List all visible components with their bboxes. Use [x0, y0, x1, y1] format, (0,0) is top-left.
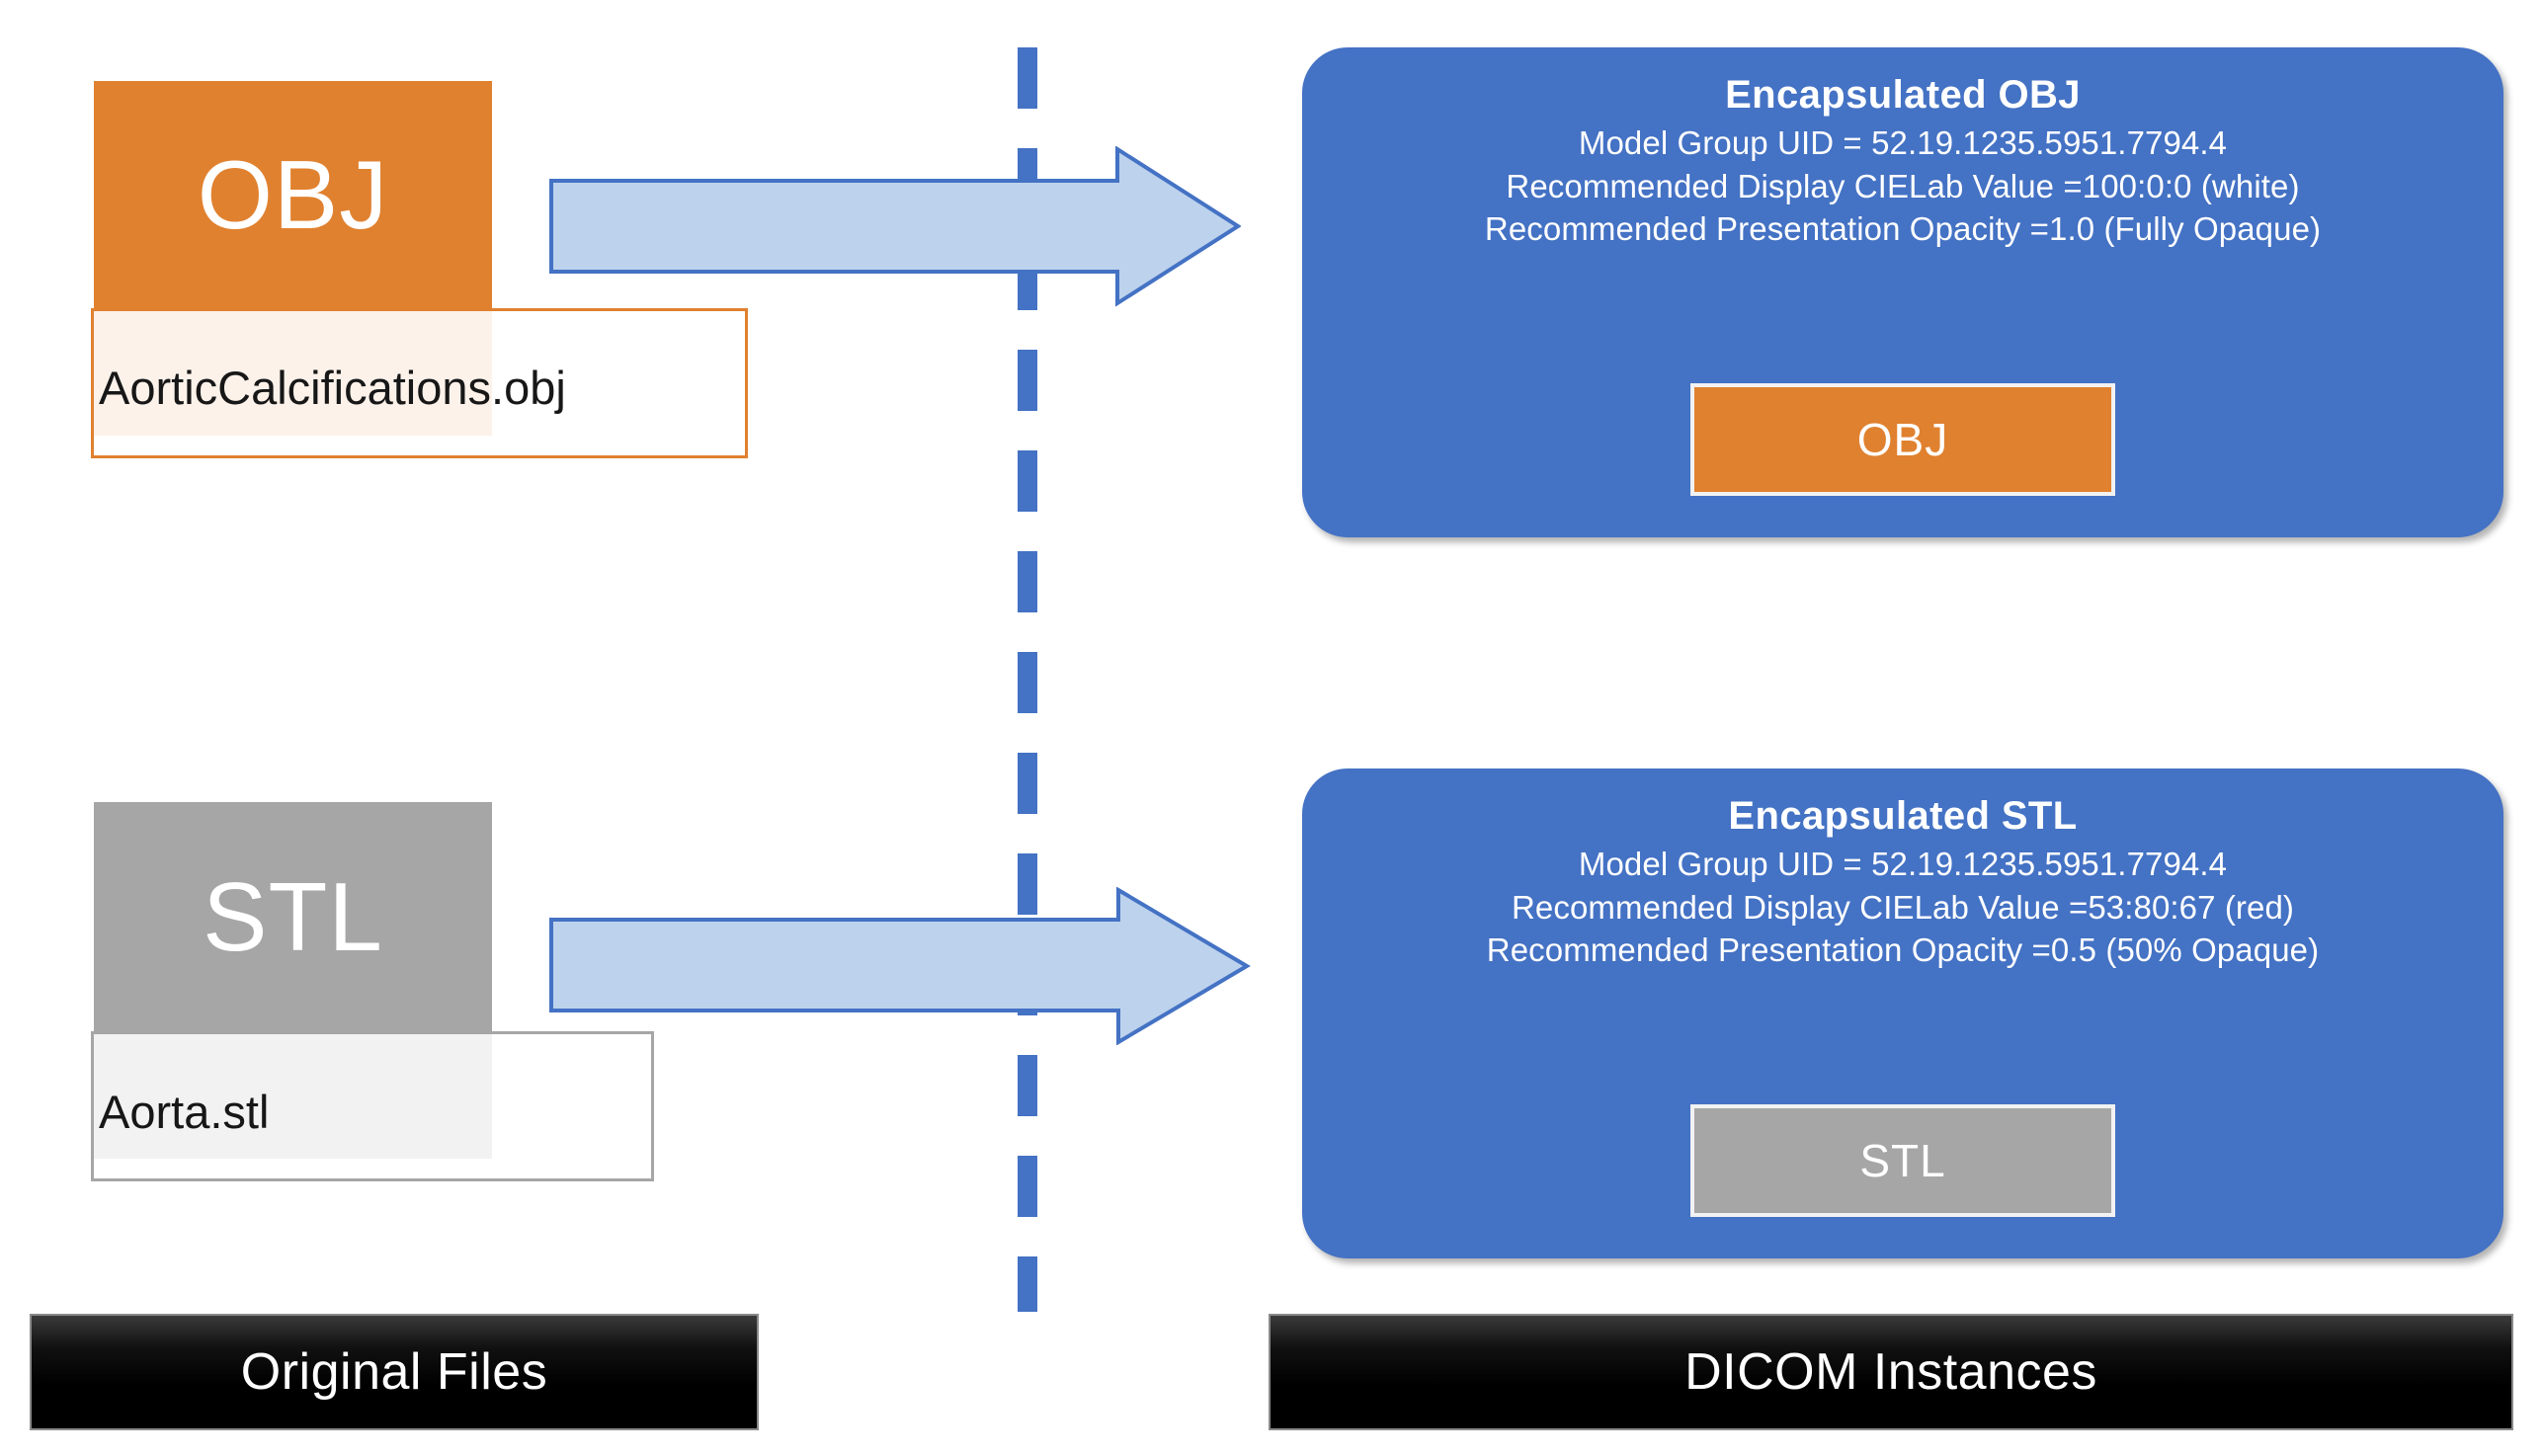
encapsulated-obj-card[interactable]: Encapsulated OBJ Model Group UID = 52.19…	[1302, 47, 2503, 537]
original-files-banner-label: Original Files	[240, 1343, 548, 1401]
stl-file-label-box	[91, 1031, 654, 1181]
stl-file-name: Aorta.stl	[99, 1086, 270, 1138]
stl-card-badge-label: STL	[1859, 1135, 1946, 1186]
stl-card-badge: STL	[1690, 1104, 2115, 1217]
stl-card-line-cielab-value: Recommended Display CIELab Value =53:80:…	[1511, 888, 2295, 926]
stl-card-title: Encapsulated STL	[1728, 794, 2078, 838]
stl-card-line-model-group-uid: Model Group UID = 52.19.1235.5951.7794.4	[1578, 846, 2228, 882]
obj-file-name: AorticCalcifications.obj	[99, 362, 566, 414]
obj-card-title: Encapsulated OBJ	[1725, 73, 2081, 117]
obj-file-label-box	[91, 308, 748, 458]
stl-tile-label: STL	[203, 861, 383, 971]
dicom-instances-banner: DICOM Instances	[1269, 1314, 2513, 1430]
stl-conversion-arrow	[549, 887, 1251, 1045]
obj-file-tile[interactable]: OBJ	[94, 81, 492, 308]
obj-card-line-presentation-opacity: Recommended Presentation Opacity =1.0 (F…	[1484, 210, 2322, 248]
stl-card-line-presentation-opacity: Recommended Presentation Opacity =0.5 (5…	[1486, 931, 2320, 969]
original-files-banner: Original Files	[30, 1314, 759, 1430]
obj-tile-label: OBJ	[197, 139, 389, 249]
dicom-instances-banner-label: DICOM Instances	[1684, 1343, 2097, 1401]
obj-card-line-model-group-uid: Model Group UID = 52.19.1235.5951.7794.4	[1578, 124, 2228, 161]
obj-card-badge: OBJ	[1690, 383, 2115, 496]
obj-card-line-cielab-value: Recommended Display CIELab Value =100:0:…	[1506, 167, 2300, 204]
stl-file-tile[interactable]: STL	[94, 802, 492, 1031]
obj-card-badge-label: OBJ	[1856, 414, 1949, 465]
encapsulated-stl-card[interactable]: Encapsulated STL Model Group UID = 52.19…	[1302, 768, 2503, 1258]
obj-conversion-arrow	[549, 146, 1241, 307]
